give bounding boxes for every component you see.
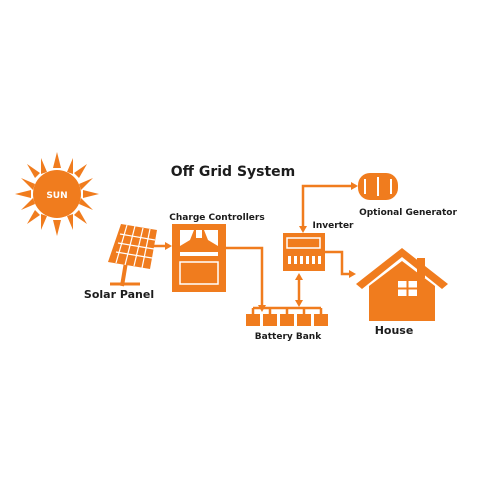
- sun-icon: SUN: [15, 152, 99, 236]
- solar-panel-icon: [108, 224, 157, 287]
- house-label: House: [375, 324, 414, 337]
- wiring: [150, 184, 356, 314]
- battery-bank-label: Battery Bank: [255, 332, 322, 342]
- inverter-label: Inverter: [312, 221, 354, 231]
- inverter-icon: [283, 233, 325, 271]
- arrowheads: [165, 182, 358, 312]
- diagram-title: Off Grid System: [171, 164, 296, 180]
- charge-controller-icon: [172, 224, 226, 292]
- solar-panel-label: Solar Panel: [84, 288, 154, 301]
- optional-generator-label: Optional Generator: [359, 208, 457, 218]
- generator-icon: [358, 173, 398, 200]
- house-icon: [356, 248, 448, 321]
- charge-controllers-label: Charge Controllers: [169, 213, 264, 223]
- sun-label: SUN: [46, 191, 67, 201]
- battery-bank-icon: [246, 314, 328, 326]
